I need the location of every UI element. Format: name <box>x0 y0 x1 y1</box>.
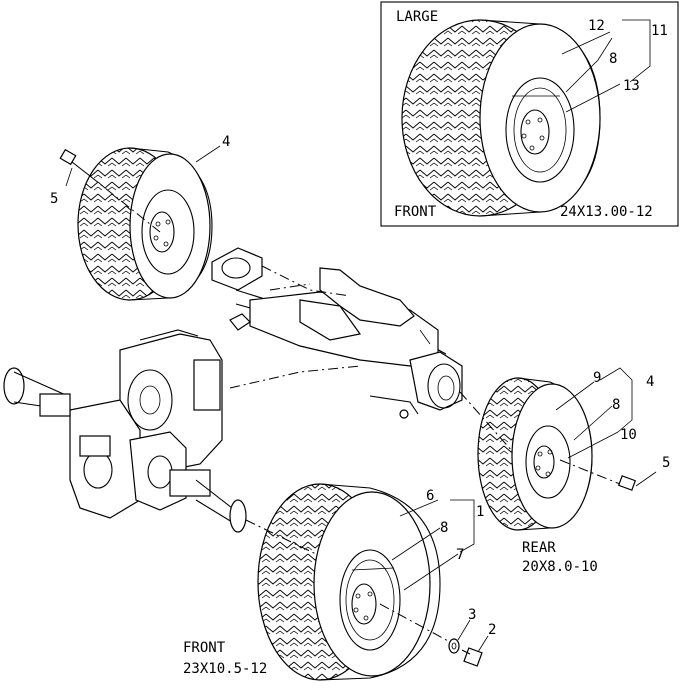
large-tire <box>401 19 601 217</box>
inset-panel: LARGE 12 11 8 13 FRONT 24X13.00-12 <box>380 1 679 227</box>
callout-9: 9 <box>593 370 601 386</box>
right-hub <box>195 479 247 533</box>
callout-13: 13 <box>623 78 640 94</box>
transaxle <box>69 329 223 519</box>
rear-position: REAR <box>522 540 556 556</box>
left-hub <box>3 367 71 417</box>
callout-11: 11 <box>651 23 668 39</box>
callout-12: 12 <box>588 18 605 34</box>
inset-border <box>380 1 679 227</box>
bolt-rear <box>559 459 657 491</box>
callout-5-rear: 5 <box>662 455 670 471</box>
inset-title: LARGE <box>396 9 438 25</box>
front-tire <box>257 483 441 681</box>
callout-4-upper: 4 <box>222 134 230 150</box>
callout-10: 10 <box>620 427 637 443</box>
bolt-front <box>461 647 483 667</box>
callout-8-front: 8 <box>440 520 448 536</box>
rear-size: 20X8.0-10 <box>522 559 598 575</box>
callout-8-inset: 8 <box>609 51 617 67</box>
rear-tire <box>477 377 593 531</box>
callout-4-rear: 4 <box>646 374 654 390</box>
callout-5-upper: 5 <box>50 191 58 207</box>
callout-8-rear: 8 <box>612 397 620 413</box>
inset-position: FRONT <box>394 204 437 220</box>
callout-2: 2 <box>488 622 496 638</box>
washer <box>448 638 460 654</box>
callout-3: 3 <box>468 607 476 623</box>
front-position: FRONT <box>183 640 226 656</box>
callout-1: 1 <box>476 504 484 520</box>
inset-size: 24X13.00-12 <box>560 204 653 220</box>
front-axle <box>211 247 463 419</box>
callout-6: 6 <box>426 488 434 504</box>
front-size: 23X10.5-12 <box>183 661 267 677</box>
upper-tire <box>77 147 213 301</box>
callout-7: 7 <box>456 547 464 563</box>
bolt-upper <box>59 148 161 233</box>
